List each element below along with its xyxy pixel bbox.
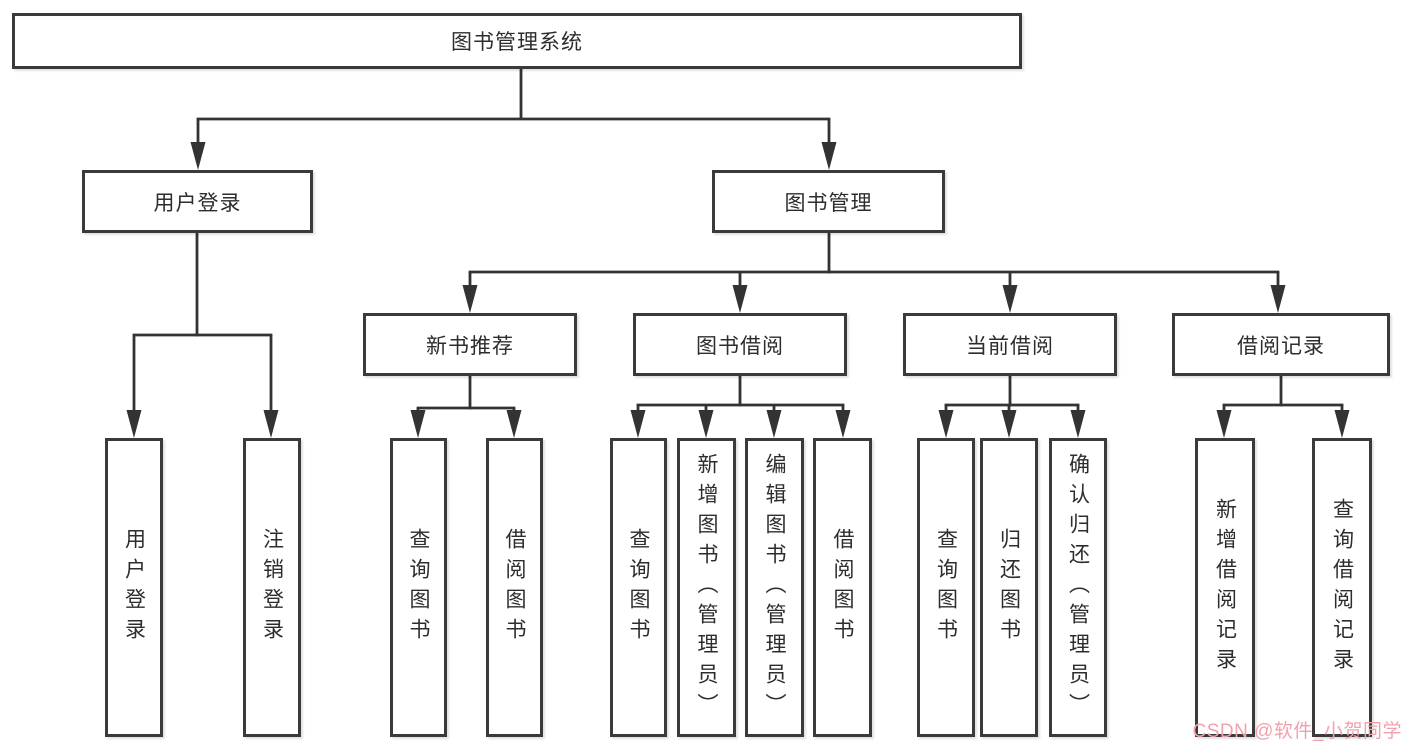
leaf-add-books-admin: 新增图书（管理员） <box>677 438 736 737</box>
leaf-logout: 注销登录 <box>243 438 301 737</box>
leaf-query-books-borrowing: 查询图书 <box>610 438 667 737</box>
leaf-return-books: 归还图书 <box>980 438 1038 737</box>
leaf-query-books-recommend: 查询图书 <box>390 438 447 737</box>
node-current-borrowing: 当前借阅 <box>903 313 1117 376</box>
node-root-library-system: 图书管理系统 <box>12 13 1022 69</box>
node-book-borrowing: 图书借阅 <box>633 313 847 376</box>
leaf-borrow-books-recommend: 借阅图书 <box>486 438 543 737</box>
leaf-query-borrow-record: 查询借阅记录 <box>1312 438 1372 737</box>
leaf-user-login: 用户登录 <box>105 438 163 737</box>
leaf-edit-books-admin: 编辑图书（管理员） <box>745 438 804 737</box>
leaf-add-borrow-record: 新增借阅记录 <box>1195 438 1255 737</box>
node-book-management: 图书管理 <box>712 170 945 233</box>
watermark: CSDN @软件_小贺同学 <box>1192 721 1402 742</box>
leaf-borrow-books-borrowing: 借阅图书 <box>813 438 872 737</box>
leaf-confirm-return-admin: 确认归还（管理员） <box>1049 438 1107 737</box>
node-user-login: 用户登录 <box>82 170 313 233</box>
node-borrow-records: 借阅记录 <box>1172 313 1390 376</box>
leaf-query-books-current: 查询图书 <box>917 438 975 737</box>
node-new-book-recommend: 新书推荐 <box>363 313 577 376</box>
